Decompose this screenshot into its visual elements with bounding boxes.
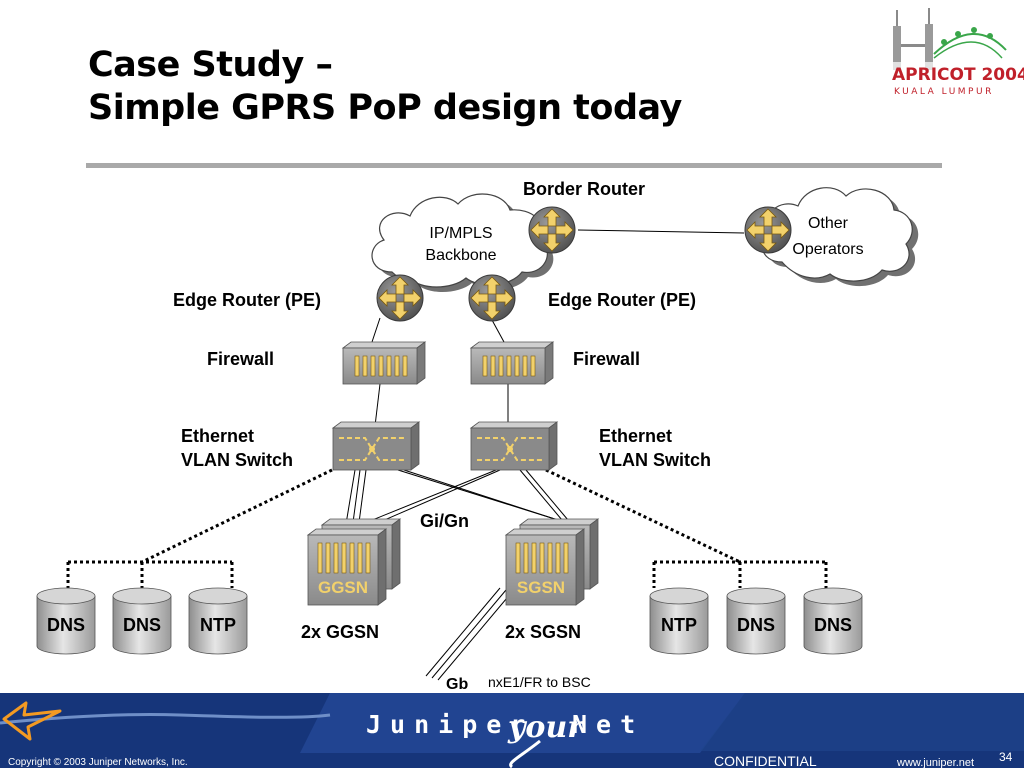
edge-router-left-label: Edge Router (PE)	[173, 290, 321, 310]
other-operators-router-icon	[744, 206, 792, 254]
server-label: NTP	[661, 615, 697, 635]
border-router-label: Border Router	[523, 179, 645, 199]
sgsn-device-label: SGSN	[517, 578, 565, 597]
title-line-1: Case Study –	[88, 45, 333, 85]
switch-left-label-2: VLAN Switch	[181, 450, 293, 470]
juniper-swoosh-icon	[0, 701, 331, 741]
switch-left-label-1: Ethernet	[181, 426, 254, 446]
links	[344, 229, 745, 681]
confidential-text: CONFIDENTIAL	[714, 753, 817, 769]
firewall-right-label: Firewall	[573, 349, 640, 369]
slide-title: Case Study – Simple GPRS PoP design toda…	[88, 44, 682, 130]
website-url: www.juniper.net	[897, 757, 975, 769]
title-divider	[86, 163, 942, 168]
copyright-text: Copyright © 2003 Juniper Networks, Inc.	[8, 757, 188, 768]
ip-mpls-backbone-cloud	[371, 193, 554, 292]
orbit-arc	[933, 33, 1007, 55]
gb-label: Gb	[446, 676, 468, 693]
server-label: NTP	[200, 615, 236, 635]
gi-gn-label: Gi/Gn	[420, 511, 469, 531]
server-group-right: NTP DNS DNS	[649, 587, 863, 655]
network-diagram: GGSN SGSN DNS DNS NTP NTP DNS DNS IP/MPL…	[36, 179, 919, 693]
ethernet-switch-left-icon	[332, 421, 420, 471]
edge-router-right-icon	[468, 274, 516, 322]
logo-city: KUALA LUMPUR	[894, 87, 994, 97]
other-operators-cloud	[761, 187, 919, 287]
switch-right-label-2: VLAN Switch	[599, 450, 711, 470]
petronas-towers-icon	[893, 8, 933, 70]
brand-your: your	[507, 710, 585, 745]
firewall-left-label: Firewall	[207, 349, 274, 369]
backbone-cloud-label-1: IP/MPLS	[429, 225, 492, 242]
server-label: DNS	[737, 615, 775, 635]
ethernet-switch-right-icon	[470, 421, 558, 471]
border-router-icon	[528, 206, 576, 254]
ggsn-count-label: 2x GGSN	[301, 622, 379, 642]
apricot-logo: APRICOT 2004 KUALA LUMPUR	[890, 8, 1024, 97]
server-group-left: DNS DNS NTP	[36, 587, 248, 655]
server-label: DNS	[814, 615, 852, 635]
backbone-cloud-label-2: Backbone	[425, 247, 496, 264]
page-number: 34	[999, 750, 1013, 764]
footer-banner: Juniper your Net	[0, 693, 1024, 769]
sgsn-count-label: 2x SGSN	[505, 622, 581, 642]
title-line-2: Simple GPRS PoP design today	[88, 88, 682, 128]
brand-net: Net	[572, 710, 644, 739]
edge-router-right-label: Edge Router (PE)	[548, 290, 696, 310]
firewall-left-icon	[342, 341, 426, 385]
switch-right-label-1: Ethernet	[599, 426, 672, 446]
brand-juniper: Juniper	[366, 710, 534, 739]
dns-ntp-links	[66, 468, 828, 588]
logo-name: APRICOT 2004	[892, 65, 1024, 85]
operators-cloud-label-1: Other	[808, 215, 849, 232]
ggsn-device-label: GGSN	[318, 578, 368, 597]
server-label: DNS	[123, 615, 161, 635]
firewall-right-icon	[470, 341, 554, 385]
operators-cloud-label-2: Operators	[792, 241, 863, 258]
server-label: DNS	[47, 615, 85, 635]
bsc-link-label: nxE1/FR to BSC	[488, 674, 591, 690]
edge-router-left-icon	[376, 274, 424, 322]
